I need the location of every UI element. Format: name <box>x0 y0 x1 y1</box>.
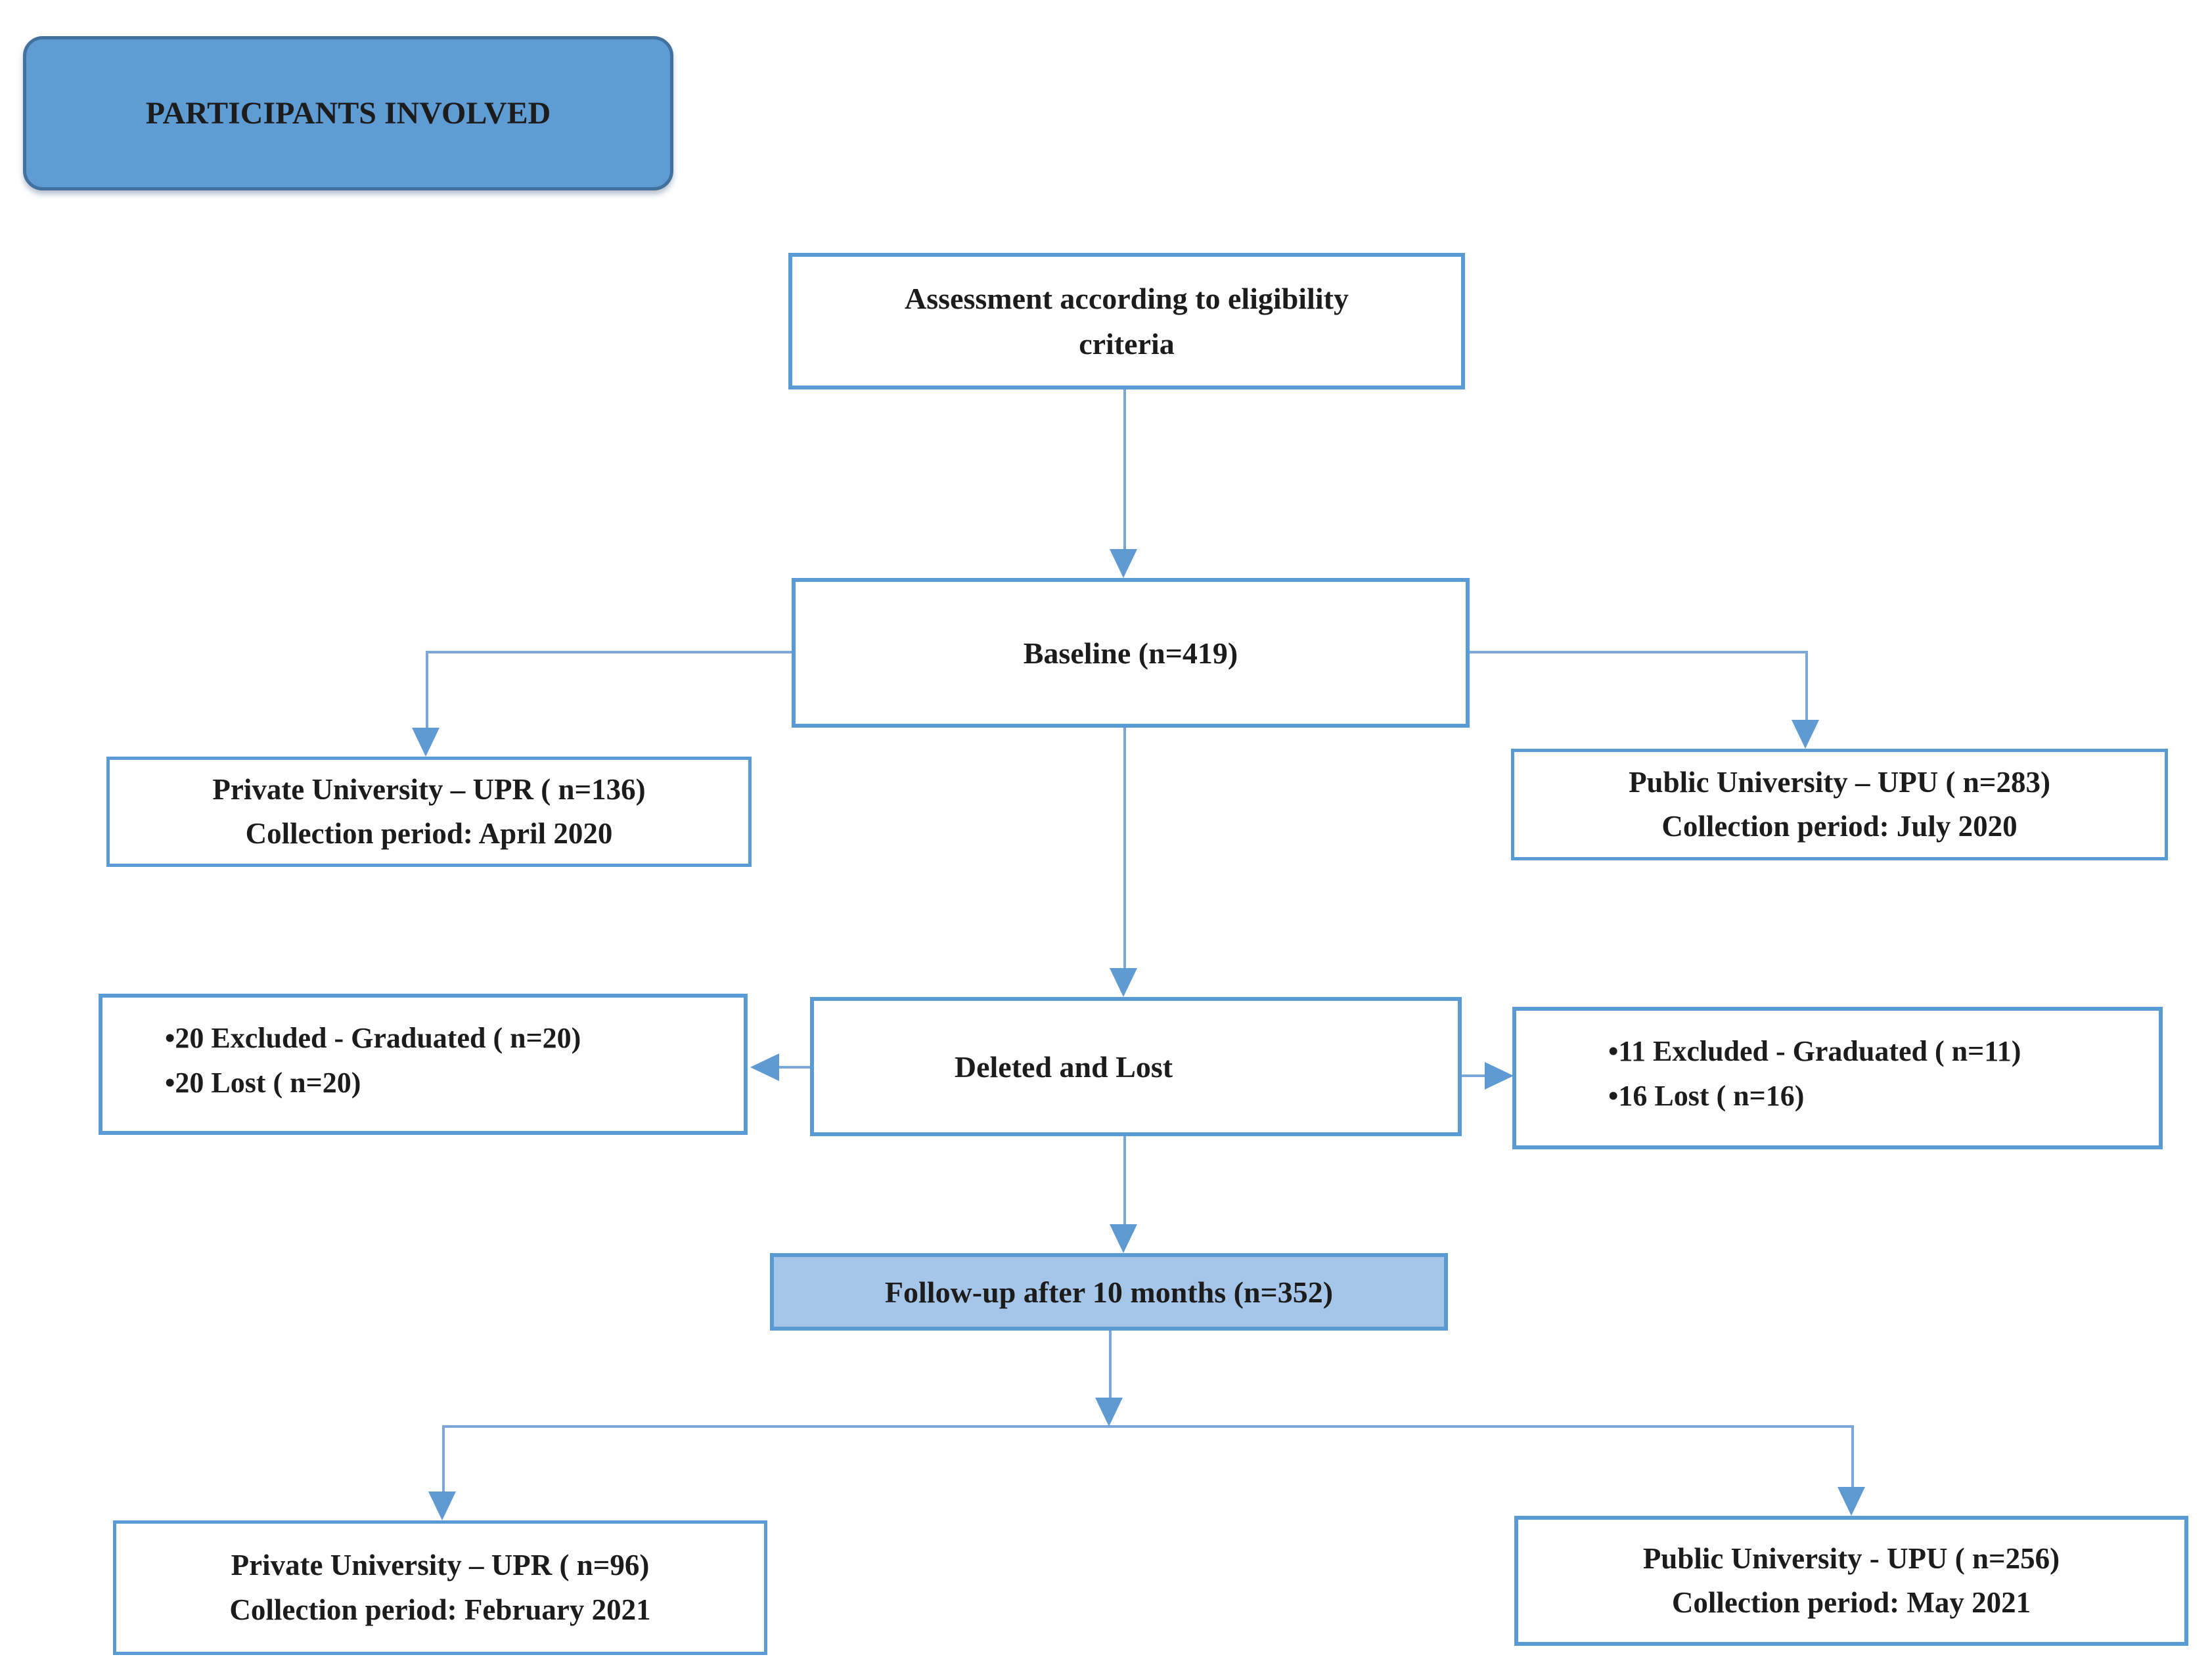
baseline-box: Baseline (n=419) <box>792 578 1470 728</box>
deleted-and-lost-label: Deleted and Lost <box>954 1050 1173 1084</box>
participants-header-label: PARTICIPANTS INVOLVED <box>145 95 551 131</box>
public-followup-line-2: Collection period: May 2021 <box>1671 1586 2031 1619</box>
excluded-public-item-2: •16 Lost ( n=16) <box>1608 1080 1805 1113</box>
public-baseline-line-1: Public University – UPU ( n=283) <box>1629 765 2050 799</box>
followup-label: Follow-up after 10 months (n=352) <box>884 1275 1334 1309</box>
deleted-and-lost-box: Deleted and Lost <box>810 997 1462 1136</box>
public-university-baseline-box: Public University – UPU ( n=283) Collect… <box>1511 749 2168 860</box>
connector-followup-to-branch <box>1109 1331 1112 1398</box>
excluded-private-box: •20 Excluded - Graduated ( n=20) •20 Los… <box>99 994 748 1135</box>
baseline-label: Baseline (n=419) <box>1023 636 1238 670</box>
arrowhead-into-deleted-icon <box>1110 968 1137 997</box>
followup-box: Follow-up after 10 months (n=352) <box>770 1253 1448 1331</box>
excluded-public-box: •11 Excluded - Graduated ( n=11) •16 Los… <box>1512 1007 2163 1149</box>
arrowhead-into-public-baseline-icon <box>1792 720 1819 749</box>
arrowhead-into-excluded-public-icon <box>1485 1062 1514 1090</box>
private-baseline-line-1: Private University – UPR ( n=136) <box>212 772 646 806</box>
connector-baseline-to-deleted <box>1123 728 1126 969</box>
participants-header-box: PARTICIPANTS INVOLVED <box>23 36 673 190</box>
private-followup-line-1: Private University – UPR ( n=96) <box>231 1549 650 1581</box>
connector-deleted-to-excluded-private <box>779 1066 810 1069</box>
assessment-box: Assessment according to eligibility crit… <box>788 253 1465 389</box>
arrowhead-into-branch-icon <box>1095 1398 1123 1426</box>
assessment-line-1: Assessment according to eligibility <box>905 282 1349 315</box>
excluded-public-item-1: •11 Excluded - Graduated ( n=11) <box>1608 1035 2021 1067</box>
connector-bottom-branch <box>443 1425 1854 1428</box>
private-followup-line-2: Collection period: February 2021 <box>229 1593 651 1626</box>
connector-deleted-to-followup <box>1123 1136 1126 1224</box>
excluded-private-item-2: •20 Lost ( n=20) <box>165 1067 361 1099</box>
connector-baseline-to-public-drop <box>1805 651 1808 721</box>
private-university-followup-box: Private University – UPR ( n=96) Collect… <box>113 1520 767 1655</box>
private-baseline-line-2: Collection period: April 2020 <box>245 817 613 850</box>
connector-baseline-to-private-drop <box>426 651 428 729</box>
connector-branch-to-public-followup <box>1851 1425 1854 1487</box>
arrowhead-into-excluded-private-icon <box>750 1053 779 1081</box>
connector-baseline-to-private <box>426 651 792 653</box>
public-university-followup-box: Public University - UPU ( n=256) Collect… <box>1514 1516 2188 1646</box>
connector-branch-to-private-followup <box>442 1425 445 1492</box>
connector-assessment-to-baseline <box>1123 389 1126 550</box>
arrowhead-into-private-baseline-icon <box>412 728 440 757</box>
private-university-baseline-box: Private University – UPR ( n=136) Collec… <box>106 757 752 867</box>
arrowhead-into-public-followup-icon <box>1838 1487 1865 1516</box>
public-followup-line-1: Public University - UPU ( n=256) <box>1642 1541 2060 1575</box>
excluded-private-item-1: •20 Excluded - Graduated ( n=20) <box>165 1022 581 1054</box>
arrowhead-into-private-followup-icon <box>428 1492 456 1520</box>
connector-baseline-to-public <box>1470 651 1807 653</box>
assessment-line-2: criteria <box>1079 327 1175 361</box>
arrowhead-into-followup-icon <box>1110 1224 1137 1253</box>
connector-deleted-to-excluded-public <box>1462 1074 1486 1077</box>
arrowhead-into-baseline-icon <box>1110 549 1137 578</box>
public-baseline-line-2: Collection period: July 2020 <box>1661 810 2018 843</box>
